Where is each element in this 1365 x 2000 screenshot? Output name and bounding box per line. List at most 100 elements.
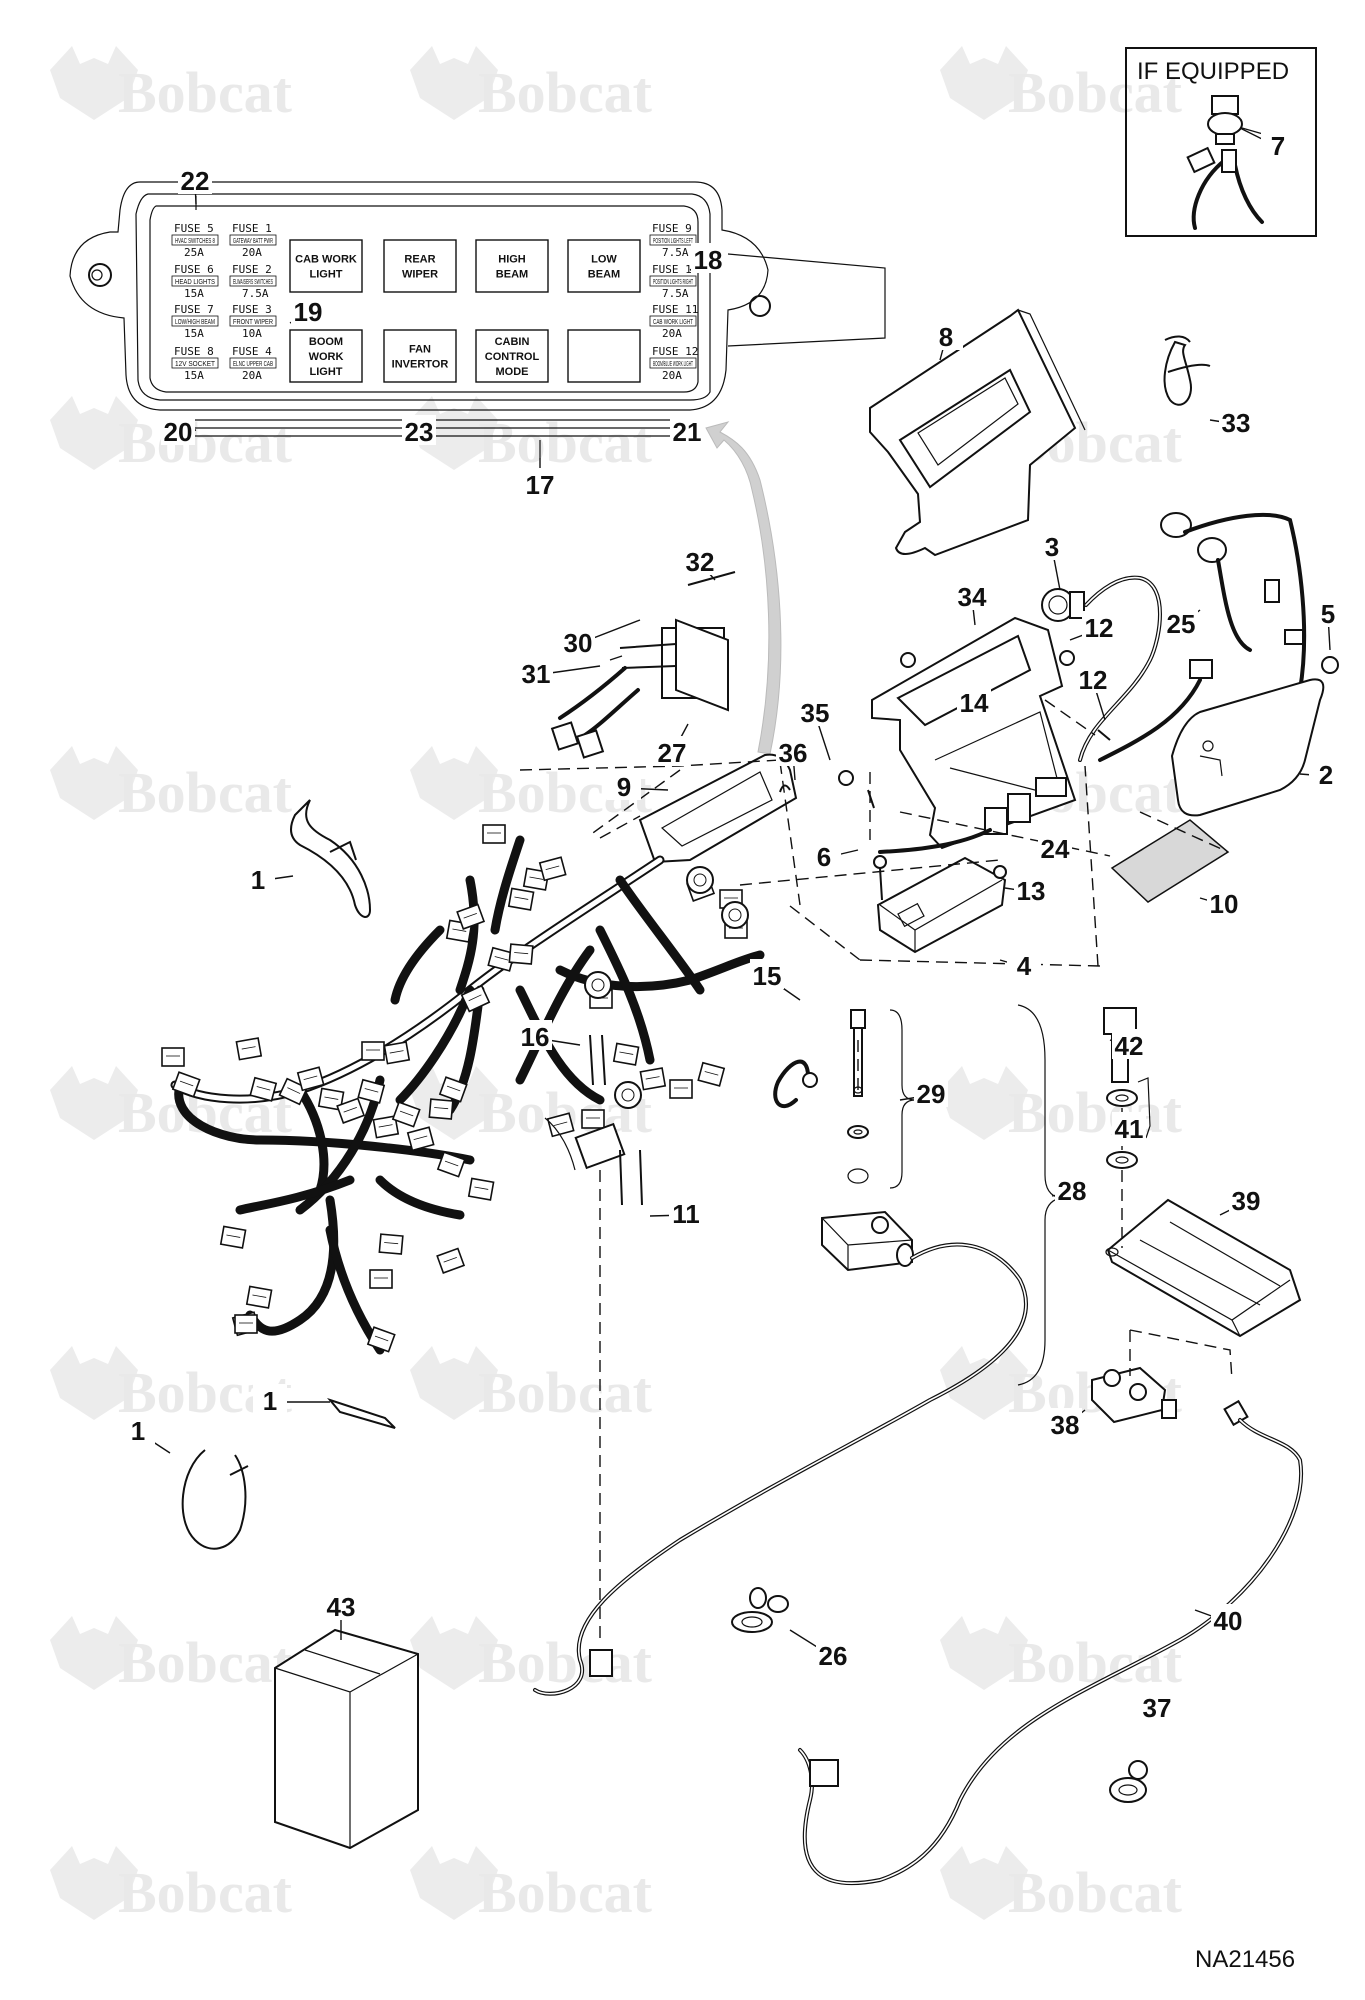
watermark-text: Bobcat [1008,1860,1183,1925]
harness-connector [171,1071,201,1098]
callout-bg [1082,611,1116,641]
fuse-amperage: 20A [242,246,262,259]
fuse-label: FUSE 9 [652,222,692,235]
watermark: Bobcat [410,1346,653,1425]
callout-bg [1309,758,1343,788]
harness-connector [161,1047,185,1067]
sensor-28-29 [533,1009,1028,1696]
callout-41: 41 [1115,1114,1144,1144]
callout-bg [291,295,325,325]
watermark-text: Bobcat [478,1860,653,1925]
callout-40: 40 [1214,1606,1243,1636]
callout-bg [1311,597,1345,627]
clamp-33 [1163,335,1211,406]
fuse-label: FUSE 3 [232,303,272,316]
fuse-amperage: 20A [242,369,262,382]
relay-label: WORK [309,351,344,363]
callout-bg [523,468,557,498]
callout-31: 31 [522,659,551,689]
harness-connector [406,1126,435,1152]
clip-37 [779,784,791,793]
fuse-amperage: 15A [184,327,204,340]
callout-bg [1112,1112,1146,1142]
callout-12: 12 [1085,613,1114,643]
drawing-number: NA21456 [1195,1946,1295,1973]
harness-connector [219,1225,247,1249]
watermark-text: Bobcat [1008,60,1183,125]
fuse-description: LOW/HIGH BEAM [175,319,215,326]
callout-bg [1140,1691,1174,1721]
watermark: Bobcat [410,1846,653,1925]
callout-30: 30 [564,628,593,658]
fuse-label: FUSE 5 [174,222,214,235]
callout-36: 36 [779,738,808,768]
harness-connectors [161,824,749,1353]
harness-connector [538,856,567,882]
harness-connector [456,903,486,930]
harness-connector [581,1109,605,1129]
callout-bg [1014,874,1048,904]
harness-connector [391,1101,421,1128]
watermark-text: Bobcat [118,60,293,125]
callout-32: 32 [686,547,715,577]
relay-label: LOW [591,254,617,266]
callout-6: 6 [817,842,831,872]
callout-bg [1038,832,1072,862]
harness-connector [482,824,506,844]
harness-connector [357,1078,386,1104]
callout-bg [1007,949,1041,979]
relay-empty-relay [567,329,641,383]
round-connector [584,971,612,999]
callout-16: 16 [521,1022,550,1052]
callout-bg [776,736,810,766]
callout-bg [161,415,195,445]
callout-33: 33 [1222,408,1251,438]
callout-bg [241,863,275,893]
callout-12: 12 [1079,665,1108,695]
screw-36 [900,652,916,668]
watermark: Bobcat [410,396,653,475]
harness-connector [245,1285,273,1309]
bracket-8 [869,308,1086,557]
callout-1: 1 [251,865,265,895]
callout-42: 42 [1115,1031,1144,1061]
relay-label: LIGHT [310,366,343,378]
watermark-text: Bobcat [478,1630,653,1695]
fuse-description: ELNC UPPER CAB [233,361,273,368]
harness-connector [507,887,535,911]
fuse-label: FUSE 12 [652,345,698,358]
clip-38 [1109,1760,1148,1803]
callout-bg [121,1414,155,1444]
harness-connector [361,1041,385,1061]
fuse-description: ELWAISERS SWITCHES [233,279,273,286]
callout-17: 17 [526,470,555,500]
fuse-amperage: 20A [662,327,682,340]
kit-box-44 [274,1628,419,1850]
relay-label: WIPER [402,269,438,281]
fuse-description: POSITION LIGHTS LEFT [653,238,693,245]
screw-12a [1059,650,1075,666]
callout-14: 14 [960,688,989,718]
callout-bg [1164,607,1198,637]
callout-7: 7 [1271,131,1285,161]
watermark: Bobcat [50,1616,293,1695]
callout-10: 10 [1210,889,1239,919]
fuse-label: FUSE 7 [174,303,214,316]
relay-label: FAN [409,344,431,356]
connector-24 [878,777,1067,854]
callout-bg [324,1590,358,1620]
watermark-text: Bobcat [118,1630,293,1695]
callout-bg [670,415,704,445]
watermark: Bobcat [940,1846,1183,1925]
callout-39: 39 [1232,1186,1261,1216]
screw-6 [867,789,875,809]
callout-bg [1261,129,1295,159]
